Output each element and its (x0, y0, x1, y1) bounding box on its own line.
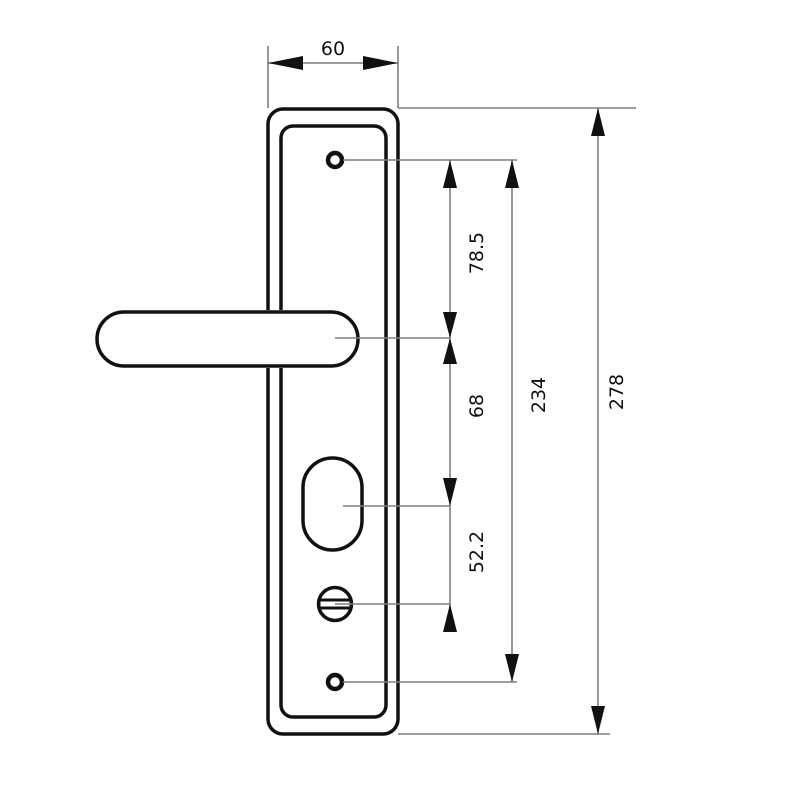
backplate-inner-outline (279, 124, 388, 719)
top-screw-icon (325, 150, 345, 170)
dim-handle-to-keyhole: 68 (466, 394, 488, 418)
dim-plate-height: 278 (606, 374, 628, 410)
keyhole-oval (301, 456, 364, 552)
dim-screw-to-handle: 78.5 (466, 232, 488, 274)
dim-keyhole-to-thumbturn: 52.2 (466, 531, 488, 573)
handle-lever (95, 310, 360, 368)
dim-screw-to-screw: 234 (528, 377, 550, 413)
backplate-outer-outline (266, 107, 400, 736)
bottom-screw-icon (325, 672, 345, 692)
extension-lines (267, 46, 636, 735)
dim-plate-width: 60 (321, 38, 345, 60)
backplate (266, 107, 400, 736)
arrowheads (268, 56, 605, 734)
